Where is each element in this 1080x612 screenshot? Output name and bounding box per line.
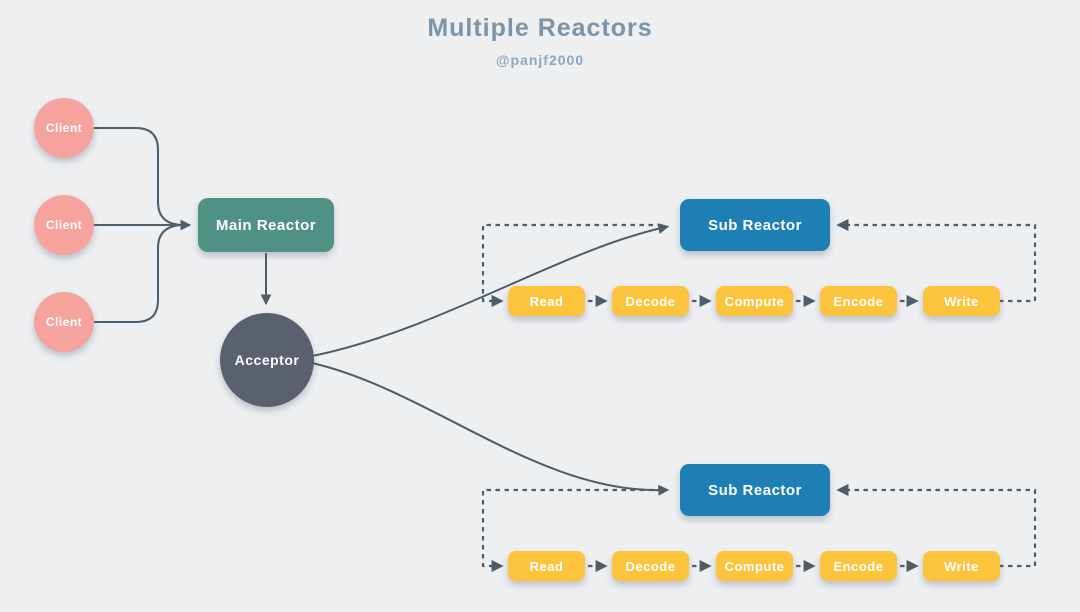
client-node-3: Client <box>34 292 94 352</box>
client-node-1: Client <box>34 98 94 158</box>
acceptor-node: Acceptor <box>220 313 314 407</box>
main-reactor-node: Main Reactor <box>198 198 334 252</box>
top-loop-subreactor-to-read-dashed <box>481 223 662 308</box>
diagram-title: Multiple Reactors <box>427 14 653 42</box>
pipeline-step-compute-top: Compute <box>716 286 793 316</box>
diagram-subtitle: @panjf2000 <box>495 52 585 68</box>
bottom-loop-write-to-subreactor-dashed <box>836 483 1037 568</box>
client1-to-merge-line <box>94 127 181 226</box>
bottom-loop-subreactor-to-read-dashed <box>481 488 662 573</box>
top-loop-write-to-subreactor-dashed <box>836 218 1037 303</box>
pipeline-step-read-top: Read <box>508 286 585 316</box>
pipeline-step-encode-bottom: Encode <box>820 551 897 581</box>
pipeline-step-decode-bottom: Decode <box>612 551 689 581</box>
pipeline-step-decode-top: Decode <box>612 286 689 316</box>
client-node-2: Client <box>34 195 94 255</box>
acceptor-to-bottom-sub-reactor-curve <box>311 362 670 496</box>
acceptor-to-top-sub-reactor-curve <box>311 223 670 357</box>
pipeline-step-compute-bottom: Compute <box>716 551 793 581</box>
sub-reactor-node-top: Sub Reactor <box>680 199 830 251</box>
pipeline-step-write-bottom: Write <box>923 551 1000 581</box>
sub-reactor-node-bottom: Sub Reactor <box>680 464 830 516</box>
pipeline-step-read-bottom: Read <box>508 551 585 581</box>
client3-to-merge-line <box>94 224 181 323</box>
pipeline-step-write-top: Write <box>923 286 1000 316</box>
pipeline-step-encode-top: Encode <box>820 286 897 316</box>
